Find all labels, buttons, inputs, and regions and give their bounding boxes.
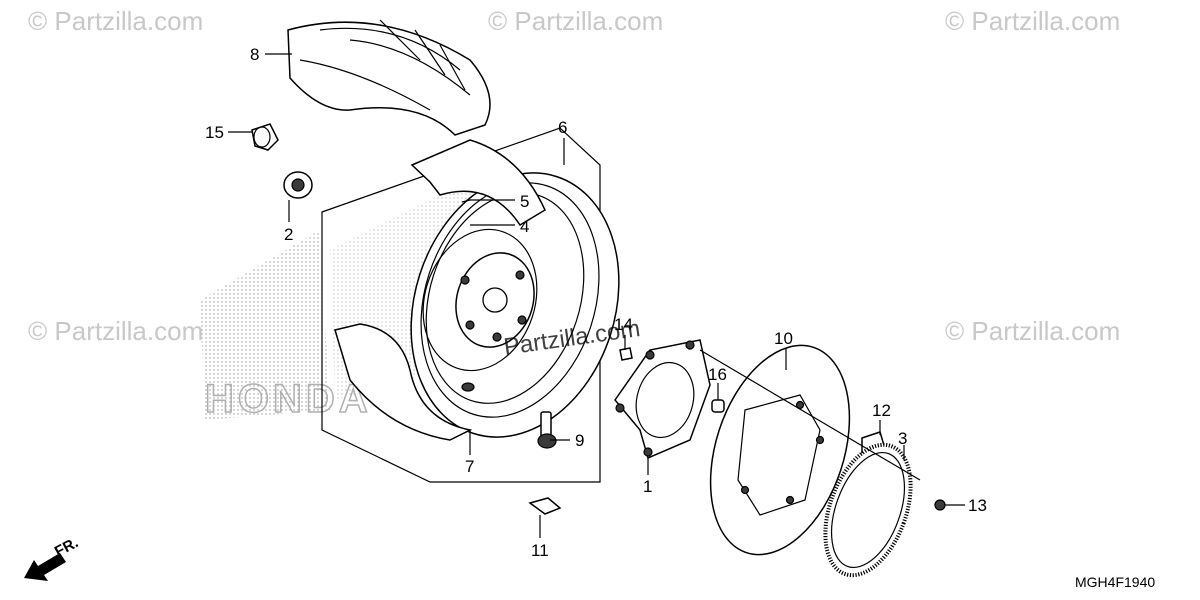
watermark-text: Partzilla.com [54,6,203,36]
svg-text:© Partzilla.com: © Partzilla.com [945,6,1120,36]
callout-10: 10 [774,329,793,348]
sprocket-hub-part [614,339,711,460]
brand-text: HONDA [205,377,372,421]
callout-12: 12 [872,401,891,420]
callout-labels: 1 2 3 4 5 6 7 8 9 10 11 12 13 14 15 16 [205,45,987,560]
callout-7: 7 [465,457,474,476]
valve-part [537,411,557,449]
wheel-rim-part [410,172,620,438]
callout-1: 1 [643,477,652,496]
callout-11: 11 [531,541,549,560]
callout-2: 2 [284,225,293,244]
balance-weight-part [528,497,562,515]
watermark-group: © Partzilla.com © Partzilla.com © Partzi… [28,6,1120,346]
callout-8: 8 [250,45,259,64]
assembly-frame [321,127,601,483]
diagram-code: MGH4F1940 [1075,574,1155,590]
svg-text:© Partzilla.com: © Partzilla.com [488,6,663,36]
valve-cap-part [251,123,279,151]
callout-13: 13 [968,496,987,515]
collar-part [711,399,725,413]
tire-part [287,19,491,136]
callout-9: 9 [575,431,584,450]
callout-5: 5 [520,192,529,211]
callout-3: 3 [898,429,907,448]
bolt-14-part [619,347,633,361]
leader-lines [228,53,965,538]
front-direction-arrow: FR. [24,534,81,581]
callout-16: 16 [708,365,727,384]
svg-text:© Partzilla.com: © Partzilla.com [945,316,1120,346]
callout-6: 6 [558,118,567,137]
callout-15: 15 [205,123,224,142]
grommet-part [283,171,313,199]
svg-text:© Partzilla.com: © Partzilla.com [28,6,203,36]
watermark-symbol: © [28,6,47,36]
arrow-icon [24,553,66,581]
brake-disc-part [709,344,851,556]
callout-4: 4 [520,217,529,236]
callout-14: 14 [614,315,633,334]
pulser-ring-part [823,442,913,578]
screw-13-part [934,499,946,511]
rim-band-parts [334,139,546,441]
svg-text:© Partzilla.com: © Partzilla.com [28,316,203,346]
